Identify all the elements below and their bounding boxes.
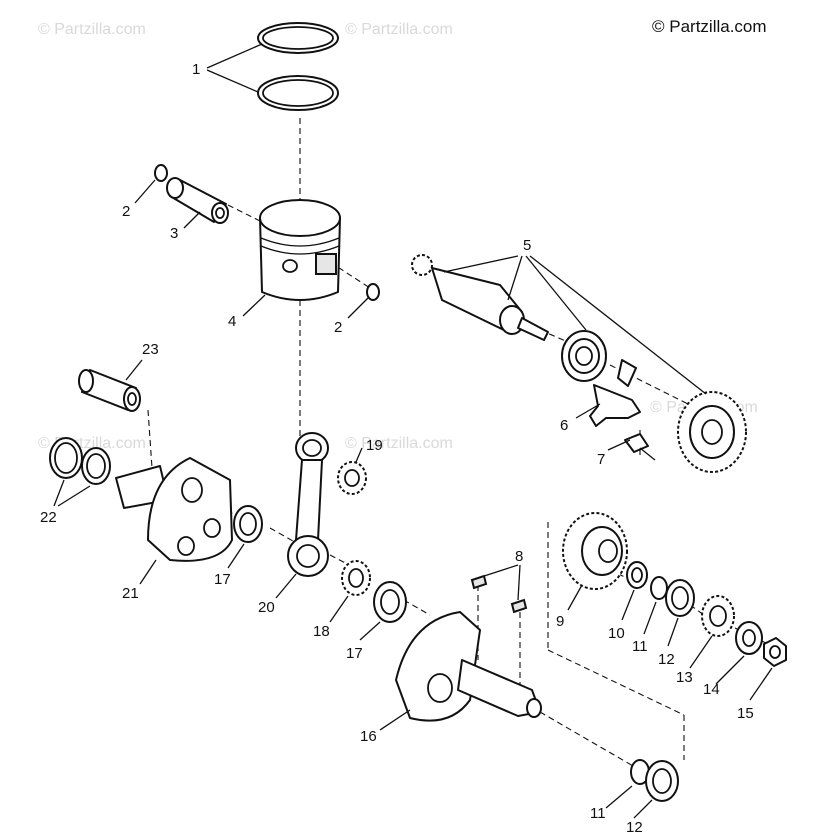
small-end-bearing: [337, 461, 367, 495]
callout-11-lower: 11: [590, 805, 606, 822]
copyright-notice: © Partzilla.com: [652, 17, 767, 36]
callout-11-upper: 11: [632, 638, 648, 655]
callout-8: 8: [515, 548, 523, 565]
callout-10: 10: [608, 625, 625, 642]
leader-lines: [53, 43, 773, 819]
callout-19: 19: [366, 437, 383, 454]
callout-22: 22: [40, 509, 57, 526]
callout-17-left: 17: [214, 571, 231, 588]
connecting-rod: [287, 432, 329, 577]
flat-washer: [735, 621, 763, 655]
callout-2-top: 2: [122, 203, 130, 220]
thrust-washer: [233, 505, 407, 623]
callout-1: 1: [192, 61, 200, 78]
snap-ring: [630, 576, 668, 785]
callout-9: 9: [556, 613, 564, 630]
callout-12-upper: 12: [658, 651, 675, 668]
callout-18: 18: [313, 623, 330, 640]
woodruff-keys: [470, 574, 528, 614]
callout-6: 6: [560, 417, 568, 434]
starter-shaft-assembly: [411, 254, 607, 382]
castle-nut: [701, 595, 735, 637]
piston-pin: [166, 177, 229, 224]
hex-nut: [763, 637, 787, 667]
callout-5: 5: [523, 237, 531, 254]
crankshaft-left-half: [115, 457, 233, 562]
callout-3: 3: [170, 225, 178, 242]
crank-pin: [78, 369, 141, 412]
watermarks: © Partzilla.com © Partzilla.com © Partzi…: [38, 21, 758, 452]
callout-12-lower: 12: [626, 819, 643, 836]
retainer-plate: [589, 359, 641, 427]
piston-rings: [257, 22, 339, 111]
callout-14: 14: [703, 681, 720, 698]
bolt: [624, 433, 656, 461]
crank-pin-bearing: [341, 560, 371, 596]
callout-20: 20: [258, 599, 275, 616]
watermark-middle: © Partzilla.com: [345, 435, 453, 452]
callout-17-right: 17: [346, 645, 363, 662]
washer: [626, 561, 648, 589]
piston: [259, 199, 341, 301]
crankshaft-right-half: [395, 611, 542, 722]
watermark-top-center: © Partzilla.com: [345, 21, 453, 38]
watermark-top-left: © Partzilla.com: [38, 21, 146, 38]
drive-gear: [677, 391, 747, 473]
callout-23: 23: [142, 341, 159, 358]
bearing: [645, 579, 695, 802]
crank-seals: [49, 437, 111, 485]
callout-2-bottom: 2: [334, 319, 342, 336]
callout-7: 7: [597, 451, 605, 468]
callout-labels: 1 2 3 4 2 5 6 7 8 9 10 11 12 13 14 15 16…: [40, 61, 754, 836]
gear: [562, 512, 628, 590]
callout-16: 16: [360, 728, 377, 745]
callout-4: 4: [228, 313, 236, 330]
piston-pin-circlips: [154, 164, 380, 301]
callout-13: 13: [676, 669, 693, 686]
callout-15: 15: [737, 705, 754, 722]
callout-21: 21: [122, 585, 139, 602]
